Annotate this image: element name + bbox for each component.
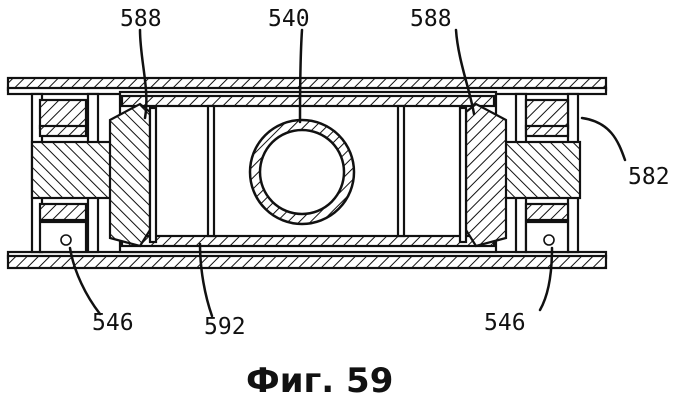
label-582: 582 (628, 164, 670, 190)
label-540: 540 (268, 6, 310, 32)
central-tube (250, 120, 354, 224)
figure-caption: Фиг. 59 (246, 361, 393, 401)
label-546-right: 546 (484, 310, 526, 336)
label-588-left: 588 (120, 6, 162, 32)
label-592: 592 (204, 314, 246, 340)
bottom-rail (8, 252, 606, 268)
label-546-left: 546 (92, 310, 134, 336)
label-588-right: 588 (410, 6, 452, 32)
